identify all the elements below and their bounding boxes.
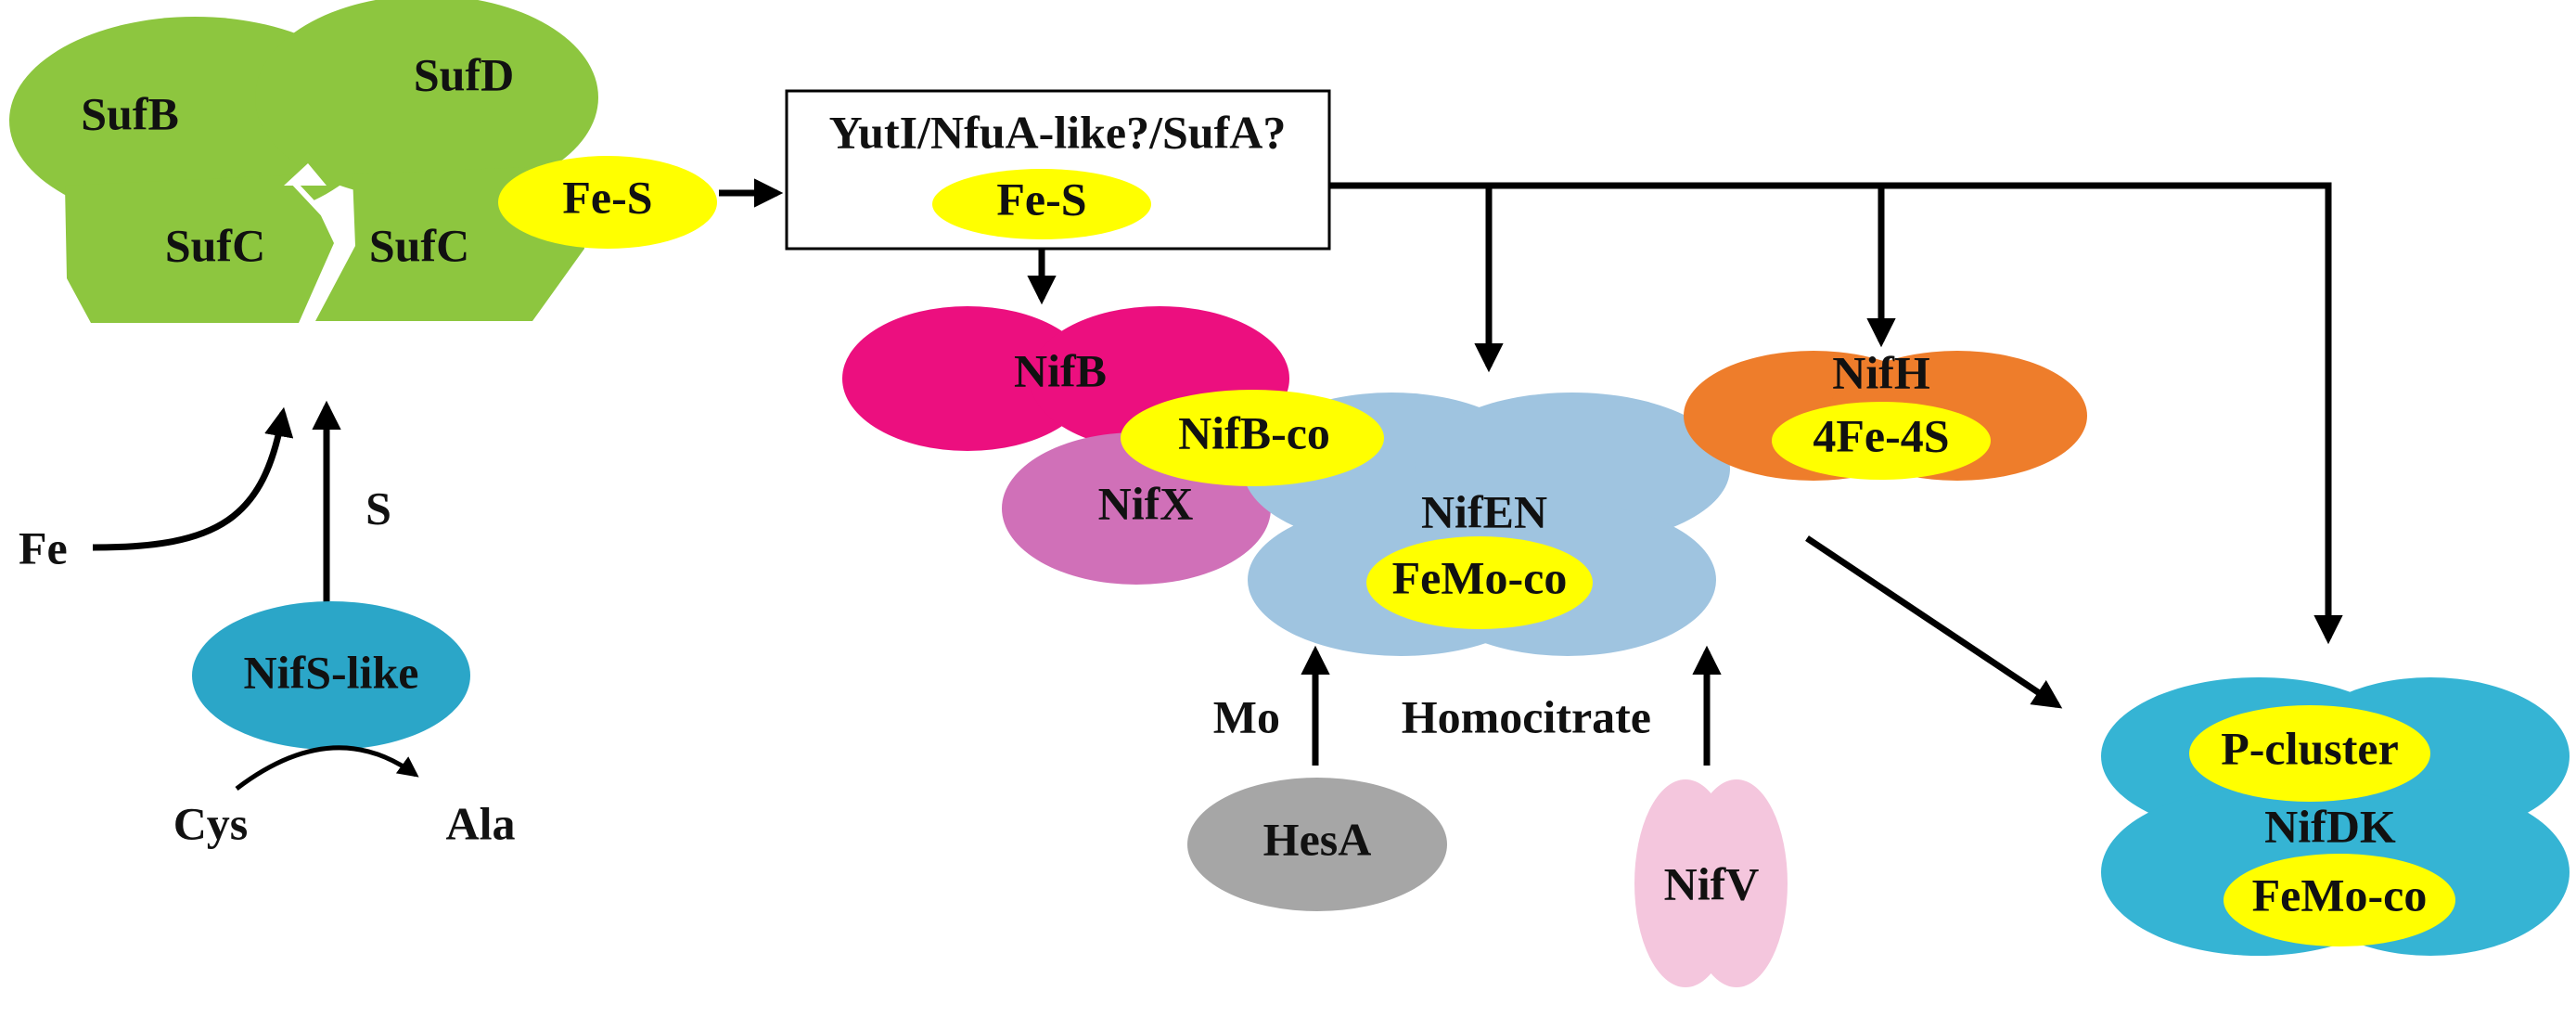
nifX-label: NifX xyxy=(1098,477,1194,529)
nifDK-p-cluster xyxy=(2189,705,2430,802)
sufC-notch xyxy=(284,163,327,186)
nifB-co-cluster xyxy=(1121,390,1384,486)
cys-label: Cys xyxy=(173,797,249,849)
carrier-title: YutI/NfuA-like?/SufA? xyxy=(829,106,1287,158)
nifEN-group: NifEN FeMo-co xyxy=(1243,393,1730,656)
nifB-co-label: NifB-co xyxy=(1178,406,1330,458)
nifEN-femoco-label: FeMo-co xyxy=(1392,551,1568,603)
nifEN-to-nifDK-arrow xyxy=(1805,535,2063,709)
nifH-group: NifH 4Fe-4S xyxy=(1684,346,2087,481)
nifEN-lobe-top-right xyxy=(1415,393,1730,545)
nifH-label: NifH xyxy=(1832,346,1930,398)
carrier-distribution-line xyxy=(1329,182,2343,645)
nifDK-label: NifDK xyxy=(2264,800,2396,852)
nifV-label: NifV xyxy=(1664,857,1760,909)
nifB-label: NifB xyxy=(1014,344,1107,396)
sufD-label: SufD xyxy=(414,48,514,100)
suf-complex: SufB SufD SufC SufC Fe-S xyxy=(9,0,717,323)
nifDK-p-cluster-label: P-cluster xyxy=(2221,722,2399,774)
sufD-subunit xyxy=(255,0,598,200)
sufC-divider xyxy=(290,179,354,310)
nifS-like-label: NifS-like xyxy=(244,646,419,698)
sufC-right-label: SufC xyxy=(369,219,469,271)
nifH-4fe4s-cluster xyxy=(1772,402,1991,480)
hesA-label: HesA xyxy=(1263,813,1372,865)
sufC-left-label: SufC xyxy=(165,219,265,271)
suf-fes-label: Fe-S xyxy=(562,171,652,223)
cys-to-ala-arrow xyxy=(235,745,419,791)
nifS-like-protein xyxy=(192,601,470,750)
nifV-right-lobe xyxy=(1685,779,1788,987)
sufB-label: SufB xyxy=(81,87,179,139)
nifEN-label: NifEN xyxy=(1421,485,1547,537)
nifDK-femoco xyxy=(2224,854,2455,946)
nifH-4fe4s-label: 4Fe-4S xyxy=(1813,409,1949,461)
nifB-left-lobe xyxy=(842,306,1093,451)
sufC-left-subunit xyxy=(65,174,334,323)
nifEN-femoco xyxy=(1366,536,1593,629)
carrier-fes-cluster xyxy=(932,169,1151,239)
nifDK-femoco-label: FeMo-co xyxy=(2252,869,2428,920)
ala-label: Ala xyxy=(446,797,516,849)
hesA-protein xyxy=(1187,778,1447,911)
carrier-box: YutI/NfuA-like?/SufA? Fe-S xyxy=(785,89,1331,251)
fe-label: Fe xyxy=(19,521,68,573)
homocitrate-label: Homocitrate xyxy=(1402,690,1651,742)
mo-label: Mo xyxy=(1213,690,1280,742)
fe-to-suf-arrow xyxy=(92,406,294,551)
s-label: S xyxy=(365,482,391,534)
suf-fes-cluster xyxy=(498,156,717,249)
nifDK-group: P-cluster NifDK FeMo-co xyxy=(2101,677,2570,956)
carrier-fes-label: Fe-S xyxy=(996,173,1086,225)
